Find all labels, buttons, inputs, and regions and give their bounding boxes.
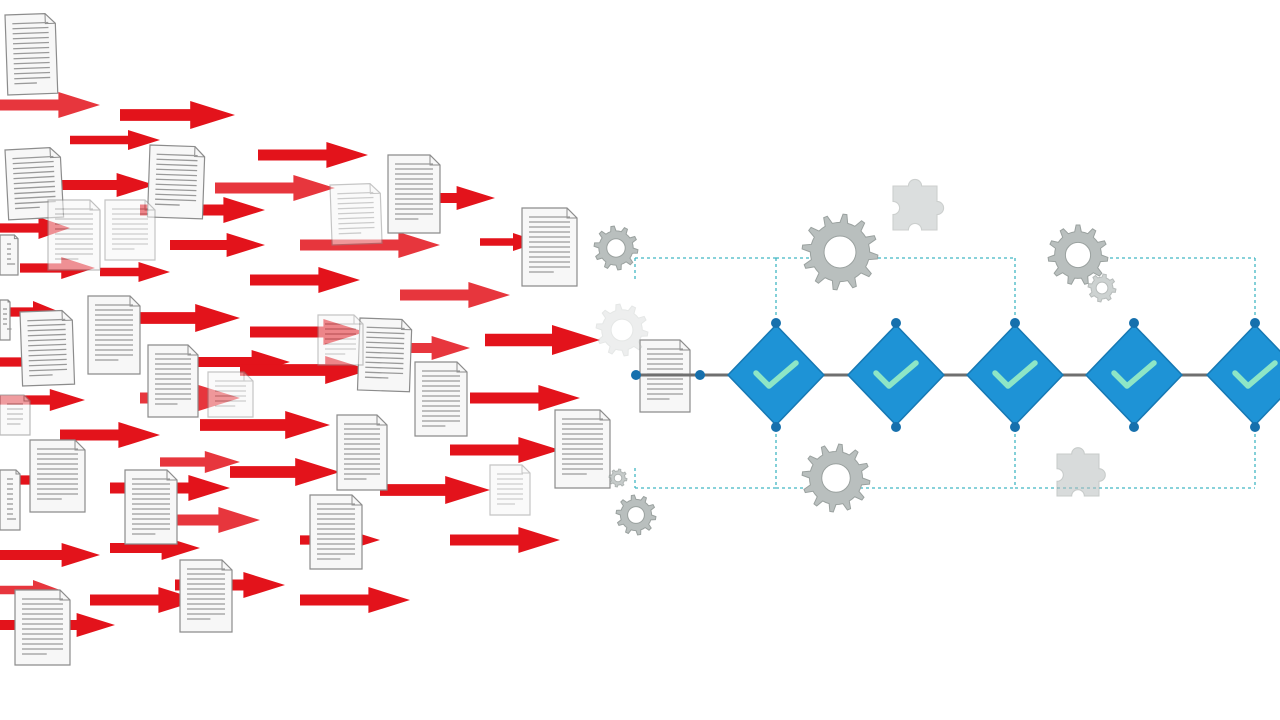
arrow-icon	[450, 437, 560, 463]
document-icon	[29, 439, 86, 513]
connector-node	[1010, 422, 1020, 432]
arrow-icon	[300, 587, 410, 613]
document-icon	[356, 317, 413, 393]
arrow-icon	[70, 130, 160, 150]
document-icon	[521, 207, 578, 287]
workflow-pipeline	[631, 318, 1280, 432]
arrow-icon	[60, 173, 155, 197]
connector-node	[771, 318, 781, 328]
documents-cluster	[0, 12, 691, 666]
arrow-icon	[215, 175, 335, 201]
connector-node	[695, 370, 705, 380]
document-icon	[14, 589, 71, 666]
document-icon	[87, 295, 141, 375]
workflow-step	[727, 318, 825, 432]
gear-icon	[1087, 273, 1117, 303]
connector-node	[1129, 422, 1139, 432]
document-icon	[0, 234, 19, 276]
dashed-workflow-frame	[634, 257, 1256, 489]
arrow-icon	[400, 282, 510, 308]
arrow-icon	[250, 267, 360, 293]
document-icon	[207, 371, 254, 418]
arrow-icon	[0, 543, 100, 567]
document-icon	[146, 144, 206, 220]
gear-icon	[801, 443, 871, 513]
workflow-step	[1085, 318, 1183, 432]
arrow-icon	[450, 527, 560, 553]
arrow-icon	[300, 232, 440, 258]
arrow-icon	[485, 325, 600, 355]
puzzle-icon	[1056, 447, 1106, 497]
document-icon	[329, 182, 383, 246]
connector-node	[771, 422, 781, 432]
arrow-icon	[90, 587, 200, 613]
connector-node	[1250, 318, 1260, 328]
document-icon	[47, 199, 101, 271]
arrow-icon	[470, 385, 580, 411]
document-icon	[19, 309, 76, 387]
workflow-step	[1206, 318, 1280, 432]
puzzle-icon	[892, 178, 945, 231]
document-icon	[309, 494, 363, 570]
gear-icon	[1047, 224, 1109, 285]
gear-icon	[595, 303, 649, 357]
checkmark-icon	[873, 360, 919, 389]
gears-group	[593, 178, 1117, 536]
gear-icon	[801, 213, 879, 291]
gear-icon	[593, 225, 639, 271]
document-icon	[179, 559, 233, 633]
arrow-icon	[60, 422, 160, 448]
arrow-icon	[170, 233, 265, 257]
document-icon	[317, 314, 364, 366]
arrow-icon	[130, 304, 240, 332]
document-icon	[0, 394, 31, 436]
arrow-icon	[258, 142, 368, 168]
connector-node	[1129, 318, 1139, 328]
arrow-icon	[100, 262, 170, 282]
document-icon	[387, 154, 441, 234]
arrow-icon	[160, 507, 260, 533]
arrow-icon	[0, 92, 100, 118]
document-icon	[336, 414, 388, 491]
document-icon	[0, 299, 12, 341]
connector-node	[1250, 422, 1260, 432]
workflow-step	[847, 318, 945, 432]
gear-icon	[608, 468, 628, 488]
document-icon	[414, 361, 468, 437]
arrow-icon	[160, 451, 240, 473]
workflow-step	[966, 318, 1064, 432]
arrow-icon	[230, 458, 340, 486]
checkmark-icon	[992, 360, 1038, 389]
checkmark-icon	[753, 360, 799, 389]
document-icon	[124, 469, 178, 545]
document-icon	[0, 469, 21, 531]
arrow-icon	[395, 186, 495, 210]
arrow-icon	[380, 336, 470, 360]
arrow-icon	[200, 411, 330, 439]
connector-node	[1010, 318, 1020, 328]
gear-icon	[615, 494, 657, 536]
document-icon	[147, 344, 199, 418]
arrow-icon	[120, 101, 235, 129]
checkmark-icon	[1232, 360, 1278, 389]
connector-node	[891, 422, 901, 432]
arrow-icon	[0, 389, 85, 411]
document-icon	[554, 409, 611, 489]
document-icon	[104, 199, 156, 261]
checkmark-icon	[1111, 360, 1157, 389]
document-icon	[489, 464, 531, 516]
connector-node	[891, 318, 901, 328]
arrow-icon	[380, 476, 490, 504]
document-icon	[4, 12, 59, 96]
connector-node	[631, 370, 641, 380]
